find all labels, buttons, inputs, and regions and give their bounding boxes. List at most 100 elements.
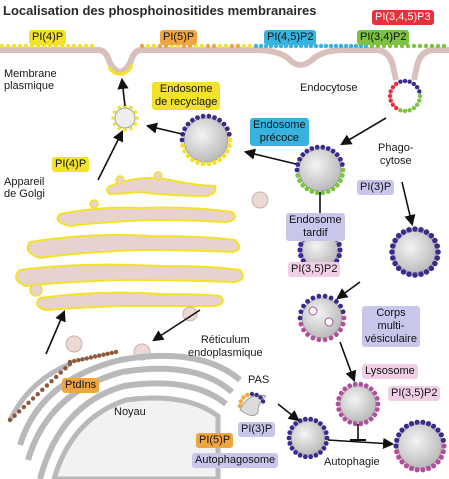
label-autophagie: Autophagie [324,456,380,468]
lipid-dot [182,148,188,154]
label-nucleus: Noyau [114,406,146,418]
lipid-dot [372,412,378,418]
lipid-dot [217,157,223,163]
lipid-dot [395,232,402,239]
lipid-dot [375,401,381,407]
lipid-dot [112,122,117,126]
label-early-line1: Endosome [253,119,306,131]
lipid-dot [414,85,420,90]
lipid-dot [363,419,369,425]
lipid-dot [338,156,343,162]
lipid-dot [180,143,186,149]
lipid-dot [309,189,315,194]
lysosome-organelle [335,381,381,427]
lipid-dot [289,425,295,431]
lipid-dot [139,43,145,49]
lipid-dot [21,404,26,410]
lipid-dot [394,449,400,455]
lipid-dot [88,355,94,360]
lipid-dot [310,295,316,301]
lipid-dot [226,131,232,137]
lipid-dot [374,407,380,412]
label-er: Réticulum endoplasmique [188,334,263,360]
lipid-dot [77,43,83,49]
lipid-dot [435,43,441,49]
label-early-line2: précoce [259,132,299,144]
lipid-dot [334,332,339,337]
lipid-dot [253,43,259,49]
lipid-dot [321,425,327,431]
lipid-dot [298,253,304,259]
label-membrane-line2: plasmique [4,80,55,92]
label-membrane-line1: Membrane [4,68,57,80]
lipid-dot [289,445,295,451]
lipid-dot [412,226,418,232]
lipid-dot [390,255,396,261]
lipid-dot [179,137,185,143]
lipid-dot [337,247,343,253]
lipid-dot [237,403,243,409]
lipid-dot [348,43,354,49]
lipid-dot [224,148,230,154]
lipid-dot [418,227,424,233]
lipid-dot [405,43,411,49]
plasma-membrane [0,43,449,114]
lipid-dot [339,173,345,178]
lipid-dot [211,43,217,49]
lipid-dot [133,122,138,126]
lipid-dot [368,386,374,392]
lipid-dot [238,399,244,404]
lipid-dot [347,383,353,389]
lipid-dot [40,387,45,392]
lipid-dot [323,43,329,49]
lipid-dot [321,445,327,451]
lipid-dot [389,249,395,255]
lipid-dot [392,260,398,267]
lipid-dot [258,43,264,49]
lipid-dot [431,423,437,429]
lipid-dot [339,162,345,167]
lipid-dot [394,81,399,87]
lipid-dot [358,421,364,427]
lipid-dot [314,190,320,196]
label-pi35p2-lysosome: PI(3,5)P2 [388,386,441,401]
lipid-dot [65,43,71,49]
lipid-dot [417,89,422,94]
lipid-dot [182,126,188,132]
lipid-dot [411,105,416,111]
lipid-dot [76,358,81,363]
lipid-dot [193,43,199,49]
lipid-dot [44,383,50,388]
lipid-dot [431,463,437,469]
lipid-dot [368,416,374,422]
lipid-dot [428,265,435,272]
lipid-dot [342,416,348,422]
label-phagocytose: Phago- cytose [378,142,413,168]
lipid-dot [318,450,323,455]
lipid-dot [394,437,400,443]
lipid-dot [287,430,293,435]
lipid-dot [83,43,89,49]
lipid-dot [297,178,302,184]
lipid-dot [407,79,412,84]
lipid-dot [434,243,441,249]
lipid-dot [227,137,233,143]
lipid-dot [151,43,157,49]
lipid-dot [334,299,339,304]
lipid-dot [398,79,403,84]
lipid-dot [247,43,253,49]
lipid-dot [398,108,403,113]
lipid-dot [301,303,306,309]
lipid-dot [328,335,334,341]
lipid-dot [388,89,393,94]
lipid-dot [388,98,393,103]
lipid-dot [301,327,306,333]
lipid-dot [402,108,408,114]
label-pas: PAS [248,374,270,386]
lipid-dot [113,349,119,355]
label-recycling-line2: de recyclage [155,96,218,108]
lipid-dot [313,43,319,49]
lipid-dot [199,43,205,49]
